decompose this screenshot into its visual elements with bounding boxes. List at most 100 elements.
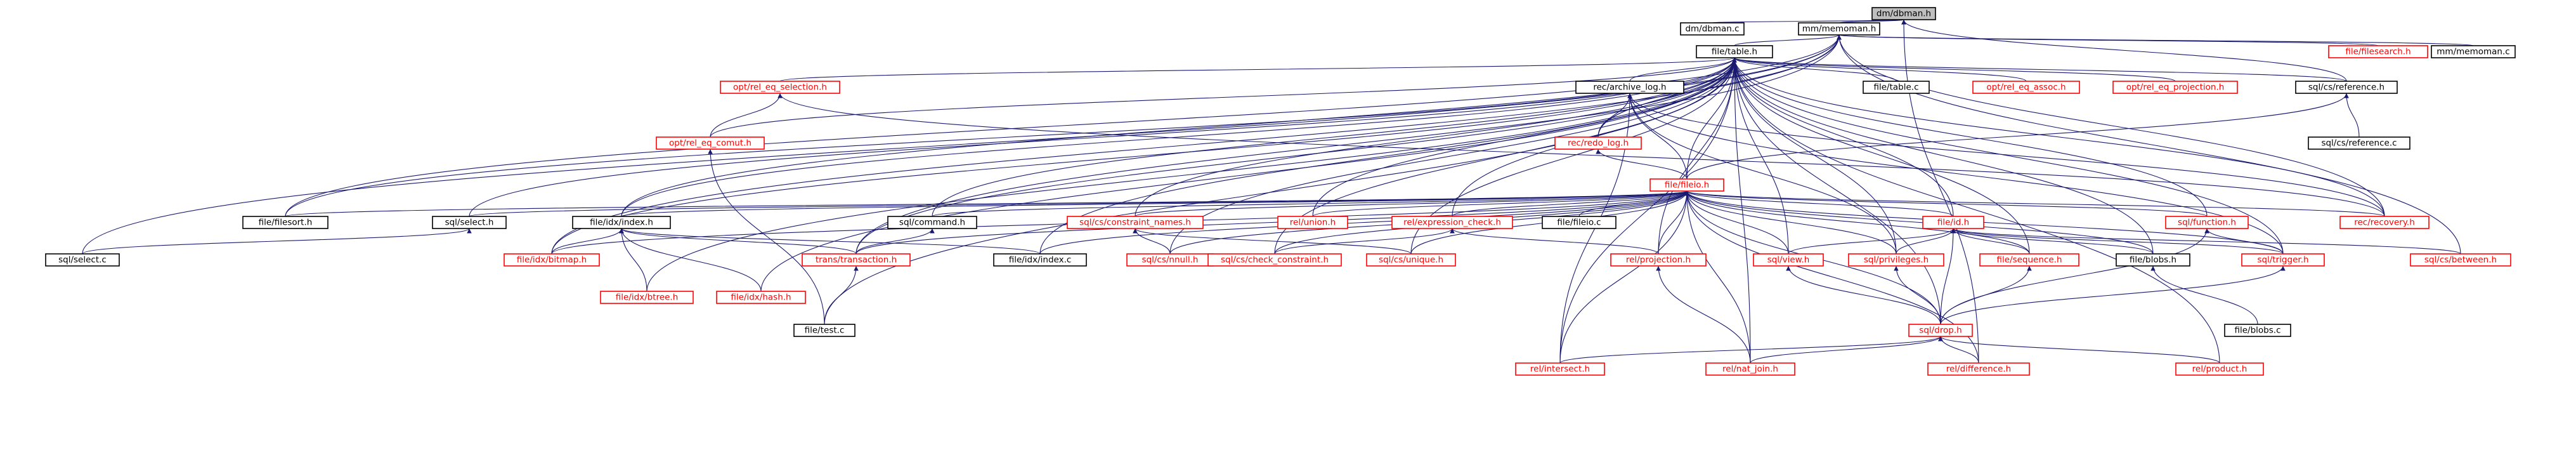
node-box — [600, 291, 694, 304]
node-label: sql/cs/reference.c — [2321, 138, 2397, 149]
node-label: rel/expression_check.h — [1403, 218, 1501, 228]
node-label: rec/recovery.h — [2354, 218, 2415, 228]
edge-file-table-h-to-file-blobs-h — [1732, 57, 2154, 255]
node-label: rel/difference.h — [1946, 364, 2011, 374]
edge-file-fileio-h-to-sql-privileges-h — [1684, 190, 1897, 255]
node-mm-memoman-c[interactable]: mm/memoman.c — [2431, 45, 2516, 58]
node-rel-expression-check-h[interactable]: rel/expression_check.h — [1391, 216, 1513, 229]
node-file-sequence-h[interactable]: file/sequence.h — [1979, 253, 2079, 267]
edge-sql-drop-h-to-rel-product-h — [1938, 336, 2220, 364]
node-file-id-h[interactable]: file/id.h — [1922, 216, 1984, 229]
node-label: rel/projection.h — [1626, 255, 1691, 265]
edge-file-idx-index-h-to-file-idx-btree-h — [619, 228, 647, 292]
edge-file-table-h-to-rel-intersect-h — [1559, 57, 1737, 364]
edge-file-fileio-h-to-rel-union-h — [1312, 190, 1689, 217]
edge-file-table-h-to-sql-privileges-h — [1732, 57, 1897, 255]
node-opt-rel-eq-assoc-h[interactable]: opt/rel_eq_assoc.h — [1972, 81, 2080, 94]
node-sql-cs-unique-h[interactable]: sql/cs/unique.h — [1366, 253, 1456, 267]
node-sql-cs-reference-c[interactable]: sql/cs/reference.c — [2308, 136, 2410, 150]
node-rel-intersect-h[interactable]: rel/intersect.h — [1515, 362, 1605, 376]
node-sql-cs-constraint-names-h[interactable]: sql/cs/constraint_names.h — [1067, 216, 1204, 229]
node-file-idx-bitmap-h[interactable]: file/idx/bitmap.h — [504, 253, 600, 267]
node-rel-product-h[interactable]: rel/product.h — [2175, 362, 2264, 376]
node-file-test-c[interactable]: file/test.c — [793, 324, 855, 337]
node-rel-union-h[interactable]: rel/union.h — [1277, 216, 1348, 229]
node-sql-function-h[interactable]: sql/function.h — [2165, 216, 2249, 229]
node-sql-view-h[interactable]: sql/view.h — [1753, 253, 1824, 267]
node-mm-memoman-h[interactable]: mm/memoman.h — [1798, 22, 1880, 36]
edge-sql-cs-constraint-names-h-to-sql-cs-unique-h — [1133, 228, 1412, 255]
node-sql-select-h[interactable]: sql/select.h — [432, 216, 507, 229]
node-box — [2175, 362, 2264, 376]
edge-opt-rel-eq-comut-h-to-file-test-c — [708, 149, 825, 325]
edge-mm-memoman-h-to-file-idx-index-h — [621, 34, 1842, 217]
node-box — [2328, 45, 2428, 58]
node-label: sql/cs/reference.h — [2308, 83, 2384, 93]
node-label: file/test.c — [805, 326, 845, 336]
node-file-idx-btree-h[interactable]: file/idx/btree.h — [600, 291, 694, 304]
node-rel-projection-h[interactable]: rel/projection.h — [1610, 253, 1707, 267]
node-dm-dbman-c[interactable]: dm/dbman.c — [1680, 22, 1745, 36]
node-box — [45, 253, 120, 267]
node-file-table-h[interactable]: file/table.h — [1696, 45, 1773, 58]
node-rec-redo-log-h[interactable]: rec/redo_log.h — [1554, 136, 1642, 150]
node-label: opt/rel_eq_projection.h — [2126, 83, 2225, 93]
node-box — [1366, 253, 1456, 267]
node-box — [993, 253, 1087, 267]
edge-sql-drop-h-to-rel-intersect-h — [1559, 336, 1943, 364]
node-sql-privileges-h[interactable]: sql/privileges.h — [1848, 253, 1944, 267]
edge-file-table-h-to-sql-cs-reference-h — [1732, 57, 2347, 82]
node-file-filesort-h[interactable]: file/filesort.h — [242, 216, 329, 229]
node-opt-rel-eq-comut-h[interactable]: opt/rel_eq_comut.h — [656, 136, 765, 150]
edge-mm-memoman-h-to-rec-recovery-h — [1837, 34, 2385, 217]
edge-rec-redo-log-h-to-file-fileio-h — [1596, 149, 1688, 180]
node-file-idx-hash-h[interactable]: file/idx/hash.h — [716, 291, 806, 304]
node-rec-recovery-h[interactable]: rec/recovery.h — [2339, 216, 2430, 229]
node-sql-drop-h[interactable]: sql/drop.h — [1908, 324, 1973, 337]
edge-file-table-h-to-rel-product-h — [1732, 57, 2220, 364]
edge-mm-memoman-h-to-mm-memoman-c — [1837, 34, 2474, 46]
node-file-blobs-h[interactable]: file/blobs.h — [2116, 253, 2190, 267]
node-sql-command-h[interactable]: sql/command.h — [887, 216, 977, 229]
node-label: file/idx/index.h — [590, 218, 653, 228]
edge-file-fileio-h-to-sql-view-h — [1684, 190, 1789, 255]
node-label: file/filesort.h — [259, 218, 313, 228]
edge-file-table-h-to-sql-function-h — [1732, 57, 2208, 217]
node-box — [716, 291, 806, 304]
node-sql-cs-between-h[interactable]: sql/cs/between.h — [2410, 253, 2511, 267]
node-sql-select-c[interactable]: sql/select.c — [45, 253, 120, 267]
node-sql-cs-nnull-h[interactable]: sql/cs/nnull.h — [1126, 253, 1214, 267]
node-sql-cs-check-constraint-h[interactable]: sql/cs/check_constraint.h — [1207, 253, 1342, 267]
node-label: mm/memoman.h — [1802, 24, 1877, 34]
node-rel-difference-h[interactable]: rel/difference.h — [1927, 362, 2030, 376]
node-label: file/idx/hash.h — [731, 293, 791, 303]
node-box — [720, 81, 840, 94]
node-label: rel/union.h — [1290, 218, 1336, 228]
node-box — [1922, 216, 1984, 229]
node-box — [1649, 178, 1724, 192]
node-label: sql/cs/check_constraint.h — [1221, 255, 1329, 265]
edge-file-fileio-h-to-rel-projection-h — [1658, 190, 1689, 255]
edge-sql-drop-h-to-rel-difference-h — [1938, 336, 1979, 364]
node-rec-archive-log-h[interactable]: rec/archive_log.h — [1575, 81, 1684, 94]
node-sql-trigger-h[interactable]: sql/trigger.h — [2241, 253, 2325, 267]
node-box — [1575, 81, 1684, 94]
node-opt-rel-eq-selection-h[interactable]: opt/rel_eq_selection.h — [720, 81, 840, 94]
node-file-fileio-h[interactable]: file/fileio.h — [1649, 178, 1724, 192]
node-file-filesearch-h[interactable]: file/filesearch.h — [2328, 45, 2428, 58]
node-label: file/blobs.h — [2130, 255, 2176, 265]
node-label: file/idx/index.c — [1009, 255, 1072, 265]
node-file-idx-index-h[interactable]: file/idx/index.h — [572, 216, 671, 229]
node-file-table-c[interactable]: file/table.c — [1863, 81, 1930, 94]
node-file-idx-index-c[interactable]: file/idx/index.c — [993, 253, 1087, 267]
node-file-fileio-c[interactable]: file/fileio.c — [1542, 216, 1617, 229]
edge-dm-dbman-h-to-sql-cs-reference-h — [1901, 19, 2347, 82]
node-opt-rel-eq-projection-h[interactable]: opt/rel_eq_projection.h — [2112, 81, 2238, 94]
node-rel-nat-join-h[interactable]: rel/nat_join.h — [1705, 362, 1795, 376]
node-box — [1391, 216, 1513, 229]
edge-file-table-h-to-opt-rel-eq-projection-h — [1732, 57, 2176, 82]
node-sql-cs-reference-h[interactable]: sql/cs/reference.h — [2295, 81, 2398, 94]
node-box — [1908, 324, 1973, 337]
node-file-blobs-c[interactable]: file/blobs.c — [2224, 324, 2291, 337]
node-trans-transaction-h[interactable]: trans/transaction.h — [802, 253, 911, 267]
